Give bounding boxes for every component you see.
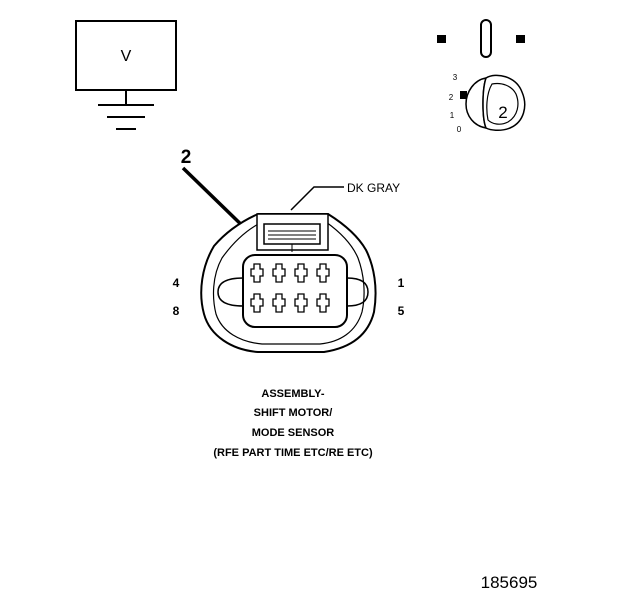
probe-pointer-label: 2: [181, 147, 192, 168]
component-caption: ASSEMBLY- SHIFT MOTOR/ MODE SENSOR (RFE …: [213, 388, 373, 459]
rotary-knob-icon: [465, 74, 526, 132]
ground-symbol-icon: [98, 104, 154, 130]
connector-right-latch-icon: [346, 277, 369, 307]
connector-left-latch-icon: [217, 277, 244, 307]
terminal-cavity-icon: [294, 293, 308, 313]
switch-position-0: 0: [457, 125, 462, 134]
terminal-cavity-icon: [272, 293, 286, 313]
terminal-cavities: [250, 263, 330, 313]
switch-slot-icon: [480, 19, 492, 58]
terminal-cavity-icon: [316, 263, 330, 283]
terminal-cavity-icon: [272, 263, 286, 283]
switch-left-contact-icon: [437, 35, 446, 43]
caption-line-4: (RFE PART TIME ETC/RE ETC): [213, 447, 373, 459]
knob-pointer-icon: [460, 91, 467, 99]
connector-lock-tab-icon: [256, 213, 329, 252]
wire-color-label: DK GRAY: [347, 181, 400, 195]
switch-position-2: 2: [449, 93, 454, 102]
caption-line-1: ASSEMBLY-: [261, 388, 325, 400]
pin-label-1: 1: [398, 276, 405, 290]
terminal-cavity-icon: [250, 263, 264, 283]
voltmeter: V: [75, 20, 177, 130]
terminal-cavity-icon: [250, 293, 264, 313]
switch-right-contact-icon: [516, 35, 525, 43]
terminal-cavity-icon: [294, 263, 308, 283]
selector-switch: 3 2 1 0 2: [437, 19, 526, 134]
wire-color-leader-line: [290, 186, 344, 211]
figure-number: 185695: [481, 573, 538, 592]
pin-label-8: 8: [173, 304, 180, 318]
terminal-cavity-icon: [316, 293, 330, 313]
knob-label: 2: [498, 103, 507, 122]
pin-label-4: 4: [173, 276, 180, 290]
caption-line-2: SHIFT MOTOR/: [254, 407, 333, 419]
connector-inner-housing: [212, 221, 365, 345]
connector: [200, 213, 377, 353]
voltmeter-label: V: [121, 48, 132, 65]
switch-position-1: 1: [450, 111, 455, 120]
caption-line-3: MODE SENSOR: [252, 427, 335, 439]
switch-position-3: 3: [453, 73, 458, 82]
pin-label-5: 5: [398, 304, 405, 318]
wire-color-callout: DK GRAY: [290, 181, 400, 211]
voltmeter-box: [75, 20, 177, 91]
